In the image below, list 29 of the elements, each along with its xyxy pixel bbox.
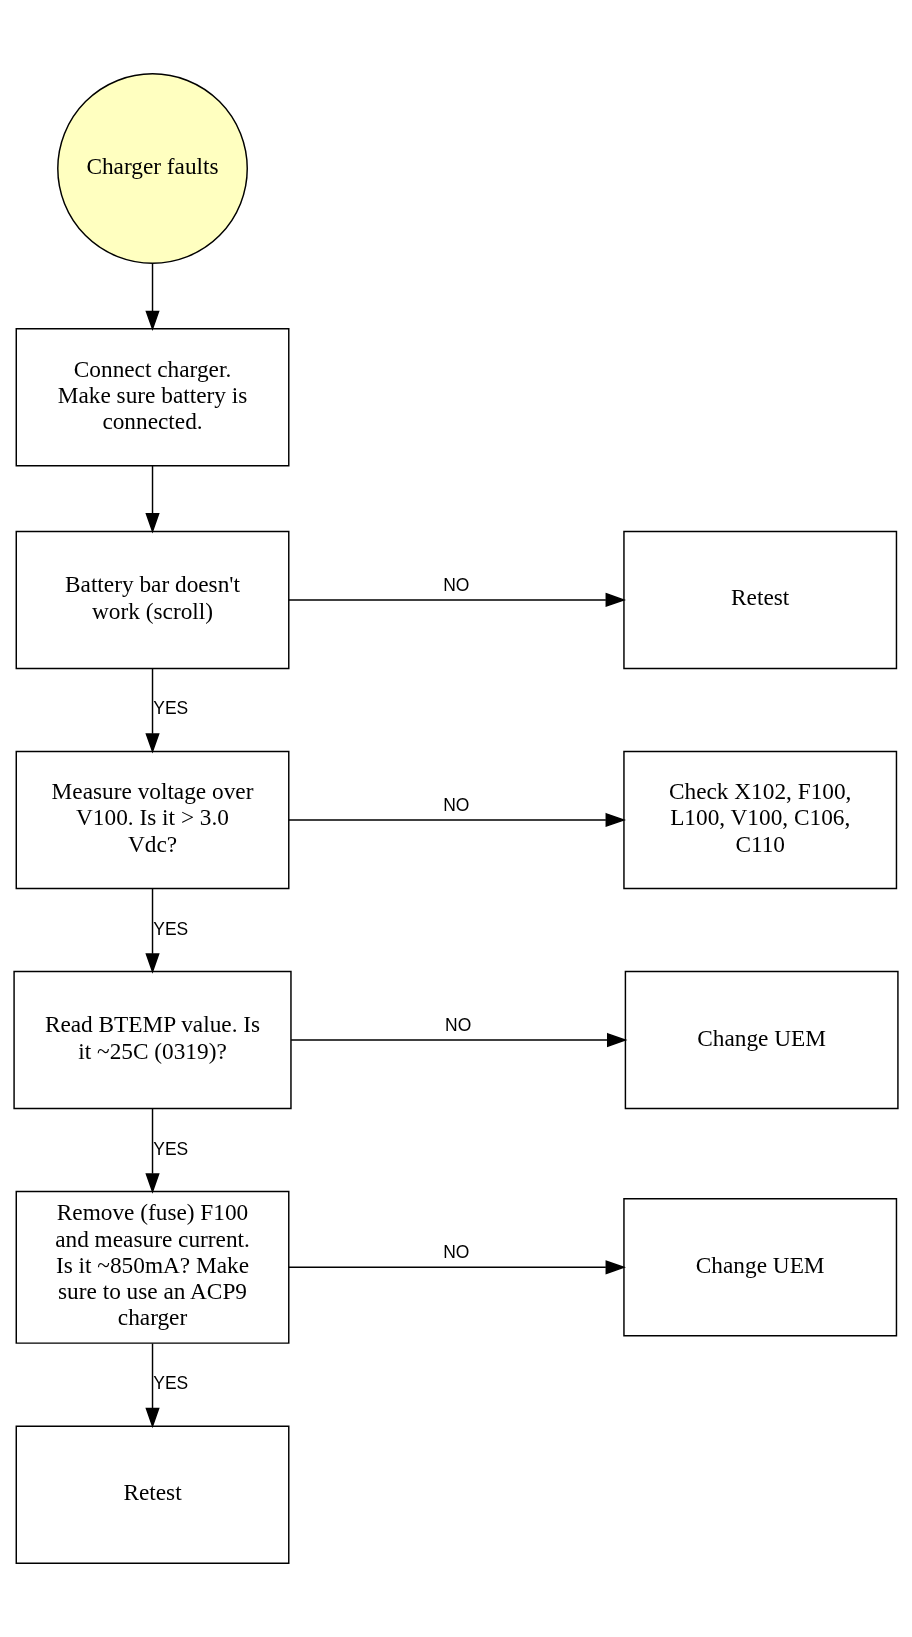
arrow (145, 465, 160, 534)
arrow (145, 263, 160, 332)
node-box: Change UEM (623, 1198, 898, 1337)
node-box: Check X102, F100, L100, V100, C106, C110 (623, 750, 898, 890)
arrow (145, 1342, 160, 1429)
arrow (288, 592, 626, 608)
node-box: Read BTEMP value. Is it ~25C (0319)? (13, 970, 292, 1110)
arrow (145, 888, 160, 974)
arrow (288, 1260, 626, 1275)
edge-label: YES (153, 1373, 189, 1394)
node-box: Battery bar doesn't work (scroll) (15, 530, 290, 670)
node-circle: Charger faults (57, 73, 248, 264)
edge-label: NO (443, 794, 470, 815)
node-box: Connect charger. Make sure battery is connected. (15, 328, 290, 467)
edge-label: NO (443, 1242, 470, 1263)
node-box: Retest (15, 1425, 290, 1564)
arrow (145, 1108, 160, 1194)
edge-label: YES (153, 918, 189, 939)
edge-label: YES (153, 1138, 189, 1159)
node-box: Remove (fuse) F100 and measure current. Is it ~850mA? Make sure to use an ACP9 charger (15, 1190, 290, 1344)
arrow (145, 668, 160, 754)
arrow (288, 812, 626, 828)
node-box: Retest (623, 530, 898, 670)
edge-label: NO (445, 1014, 472, 1035)
edge-label: YES (153, 698, 189, 719)
node-box: Measure voltage over V100. Is it > 3.0 Vdc? (15, 750, 290, 890)
arrow (290, 1032, 628, 1048)
node-box: Change UEM (624, 970, 899, 1110)
edge-label: NO (443, 574, 470, 595)
